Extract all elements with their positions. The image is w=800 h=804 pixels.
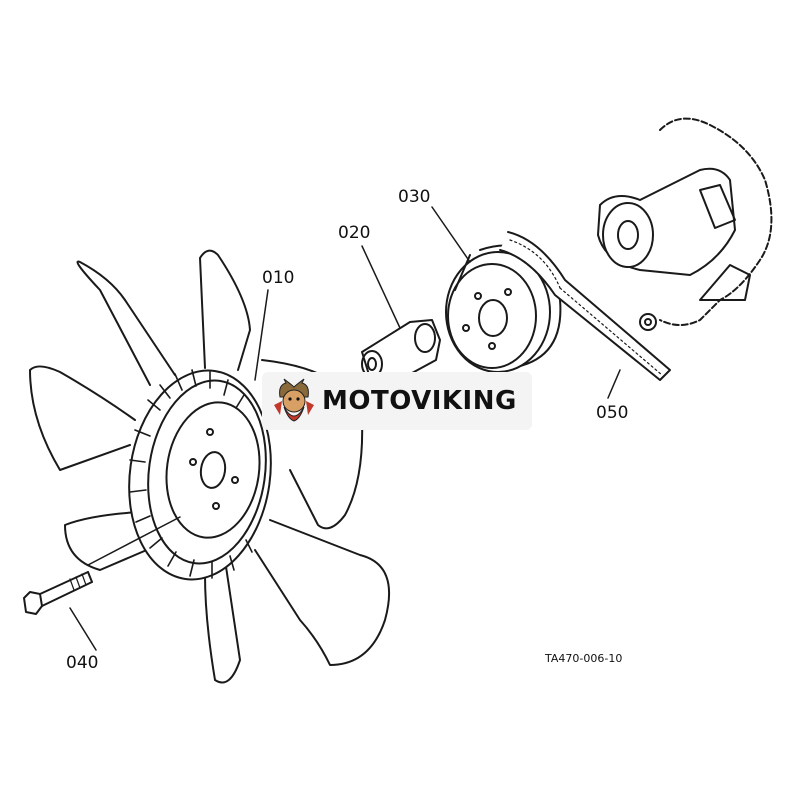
fan-bolt-hole <box>231 476 239 484</box>
fan-blade <box>76 260 176 386</box>
water-pump <box>597 117 773 331</box>
bolt <box>23 571 93 615</box>
viking-logo-icon <box>274 378 314 422</box>
part-label-040: 040 <box>66 653 98 673</box>
fan-bolt-hole <box>206 428 214 436</box>
part-label-050: 050 <box>596 403 628 423</box>
part-label-010: 010 <box>262 268 294 288</box>
fan-pulley <box>445 244 562 373</box>
fan-bolt-hole <box>212 502 220 510</box>
fan-inner-ring <box>147 379 267 565</box>
part-label-030: 030 <box>398 187 430 207</box>
fan-blade <box>199 249 251 371</box>
watermark: MOTOVIKING <box>262 372 532 430</box>
cooling-fan <box>29 249 391 684</box>
fan-blade <box>29 365 136 471</box>
fan-ribs <box>129 369 253 579</box>
watermark-text: MOTOVIKING <box>322 386 517 416</box>
v-belt <box>499 231 671 381</box>
part-label-020: 020 <box>338 223 370 243</box>
fan-blade <box>254 519 391 666</box>
fan-bolt-hole <box>189 458 197 466</box>
fan-hub <box>165 401 261 539</box>
fan-center-hole <box>199 451 227 489</box>
leader-lines <box>69 206 621 651</box>
drawing-code: TA470-006-10 <box>544 652 622 665</box>
fan-blade <box>204 559 241 684</box>
